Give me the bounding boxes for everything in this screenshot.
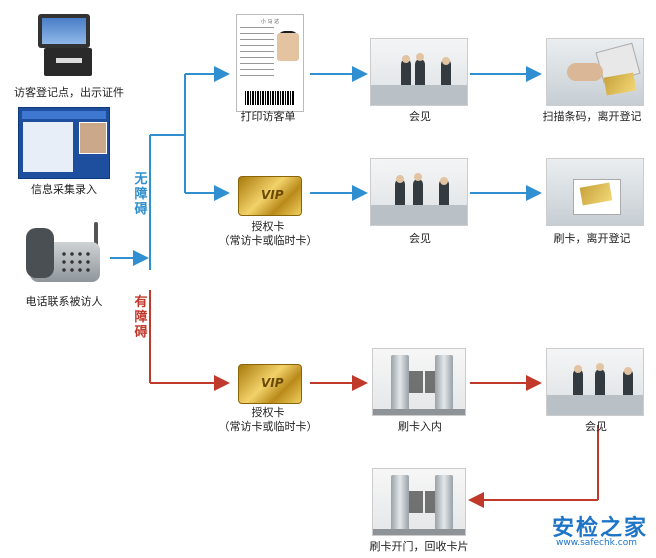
turnstile-gate-photo bbox=[372, 348, 466, 416]
card-text: VIP bbox=[261, 188, 284, 202]
meeting-photo bbox=[370, 38, 468, 106]
label-row2-step1-line1: 授权卡 bbox=[251, 220, 285, 233]
ticket-header: 小 马 达 bbox=[260, 19, 280, 25]
vip-card-icon: VIP bbox=[238, 176, 302, 216]
label-row1-step1: 打印访客单 bbox=[240, 110, 296, 123]
card-text: VIP bbox=[261, 376, 284, 390]
software-screen-icon bbox=[18, 107, 110, 179]
label-row3-step1-line1: 授权卡 bbox=[251, 406, 285, 419]
turnstile-gate-photo bbox=[372, 468, 466, 536]
meeting-photo bbox=[370, 158, 468, 226]
label-register: 访客登记点，出示证件 bbox=[14, 86, 124, 99]
label-row3-step2: 刷卡入内 bbox=[398, 420, 442, 433]
label-phone: 电话联系被访人 bbox=[25, 295, 103, 308]
label-row1-step3: 扫描条码，离开登记 bbox=[542, 110, 642, 123]
kiosk-icon bbox=[32, 10, 102, 82]
vip-card-icon: VIP bbox=[238, 364, 302, 404]
barcode-scanner-photo bbox=[546, 38, 644, 106]
label-row2-step2: 会见 bbox=[409, 232, 431, 245]
label-row1-step2: 会见 bbox=[409, 110, 431, 123]
card-reader-photo bbox=[546, 158, 644, 226]
label-row3-step1-line2: （常访卡或临时卡） bbox=[218, 420, 318, 433]
watermark: 安检之家 www.safechk.com bbox=[552, 510, 656, 554]
label-collect: 信息采集录入 bbox=[31, 183, 97, 196]
watermark-url: www.safechk.com bbox=[556, 538, 637, 548]
ticket-icon: 小 马 达 bbox=[236, 14, 304, 112]
branch-label-no-barrier: 无障碍 bbox=[134, 172, 148, 217]
label-row2-step3: 刷卡，离开登记 bbox=[553, 232, 631, 245]
watermark-logo: 安检之家 bbox=[552, 516, 649, 541]
telephone-icon bbox=[24, 222, 104, 284]
meeting-photo bbox=[546, 348, 644, 416]
label-row4-step1: 刷卡开门，回收卡片 bbox=[369, 540, 469, 553]
label-row2-step1-line2: （常访卡或临时卡） bbox=[218, 234, 318, 247]
label-row3-step3: 会见 bbox=[585, 420, 607, 433]
branch-label-barrier: 有障碍 bbox=[134, 295, 148, 340]
